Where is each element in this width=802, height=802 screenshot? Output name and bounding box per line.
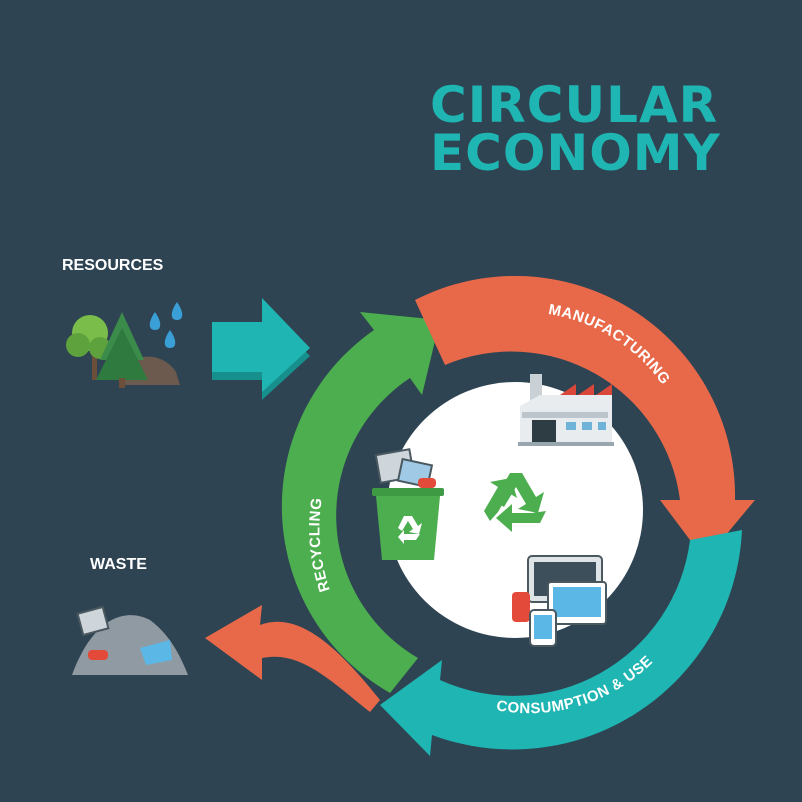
- trees-icon: [66, 312, 180, 388]
- recycle-symbol-icon: [484, 473, 546, 532]
- garbage-pile-icon: [72, 605, 188, 675]
- resources-arrow: [212, 298, 310, 400]
- title-line-1: CIRCULAR: [430, 76, 719, 134]
- recycling-arc: [281, 312, 440, 693]
- devices-icon: [512, 555, 607, 647]
- manufacturing-arc: [415, 275, 755, 560]
- consumption-arc: [380, 530, 742, 756]
- waste-arrow: [205, 605, 380, 712]
- waste-label: WASTE: [90, 556, 147, 573]
- title-line-2: ECONOMY: [430, 124, 721, 182]
- water-drops-icon: [149, 302, 183, 348]
- resources-label: RESOURCES: [62, 257, 164, 274]
- factory-icon: [518, 374, 614, 446]
- recycling-bin-icon: [372, 448, 444, 560]
